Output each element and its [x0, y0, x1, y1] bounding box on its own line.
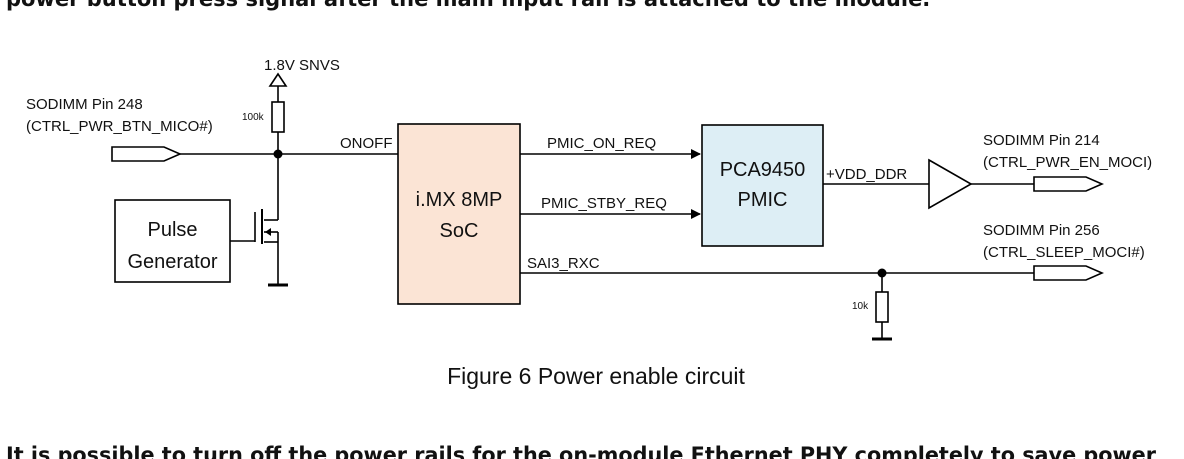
soc-line2: SoC	[440, 220, 479, 242]
output2-pin-label: SODIMM Pin 256	[983, 222, 1100, 239]
pmic-line2: PMIC	[738, 189, 788, 211]
output2-connector-icon	[1033, 265, 1104, 281]
output2-pin-signal: (CTRL_SLEEP_MOCI#)	[983, 244, 1145, 261]
input-pin-signal: (CTRL_PWR_BTN_MICO#)	[26, 118, 213, 135]
output1-pin-signal: (CTRL_PWR_EN_MOCI)	[983, 154, 1152, 171]
mosfet-arrow-icon	[265, 228, 271, 236]
paragraph-top: power button press signal after the main…	[6, 0, 930, 11]
output1-pin-label: SODIMM Pin 214	[983, 132, 1100, 149]
pmic-line1: PCA9450	[720, 159, 806, 181]
input-pin-label: SODIMM Pin 248	[26, 96, 143, 113]
figure-caption: Figure 6 Power enable circuit	[447, 363, 745, 389]
onoff-label: ONOFF	[340, 135, 393, 152]
buffer-icon	[928, 158, 973, 210]
output1-connector-icon	[1033, 176, 1104, 192]
sai3-rxc-label: SAI3_RXC	[527, 255, 600, 272]
paragraph-bottom: It is possible to turn off the power rai…	[6, 443, 1157, 459]
pmic-stby-req-label: PMIC_STBY_REQ	[541, 195, 667, 212]
input-connector-icon	[111, 146, 182, 162]
pulse-generator-line2: Generator	[127, 251, 217, 273]
soc-line1: i.MX 8MP	[416, 189, 503, 211]
vdd-ddr-label: +VDD_DDR	[826, 166, 907, 183]
pulse-generator-box	[114, 199, 231, 283]
pulse-generator-line1: Pulse	[147, 219, 197, 241]
pullup-resistor	[271, 101, 285, 133]
supply-label: 1.8V SNVS	[264, 57, 340, 74]
pmic-on-req-label: PMIC_ON_REQ	[547, 135, 656, 152]
pullup-resistor-label: 100k	[242, 112, 265, 123]
pulldown-resistor	[875, 291, 889, 323]
pmic-box	[701, 124, 824, 247]
supply-arrow-icon	[268, 72, 288, 87]
soc-box	[397, 123, 521, 305]
pulldown-resistor-label: 10k	[852, 301, 869, 312]
